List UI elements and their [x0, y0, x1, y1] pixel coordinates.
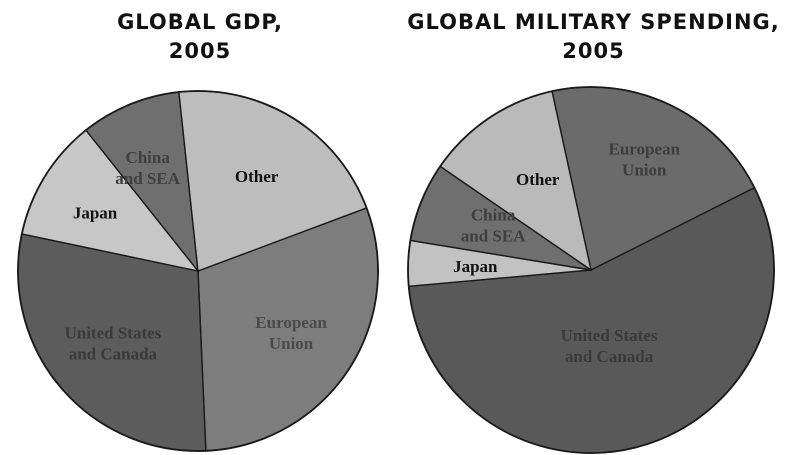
military-label-other: Other: [516, 170, 560, 189]
military-label-china-and-sea: China and SEA: [461, 206, 526, 246]
military-label-line: Other: [516, 170, 560, 189]
gdp-label-line: Union: [269, 334, 314, 353]
gdp-label-line: United States: [64, 324, 161, 343]
gdp-pie-outline: [17, 90, 379, 452]
military-label-line: and Canada: [565, 347, 654, 366]
gdp-title-line-1: GLOBAL GDP,: [117, 10, 283, 34]
gdp-chart-title: GLOBAL GDP, 2005: [0, 8, 400, 66]
military-label-line: United States: [561, 326, 658, 345]
military-label-line: and SEA: [461, 227, 526, 246]
gdp-label-united-states-and-canada: United States and Canada: [64, 324, 161, 364]
military-label-line: China: [471, 206, 516, 225]
military-title-line-1: GLOBAL MILITARY SPENDING,: [407, 10, 780, 34]
military-label-line: European: [609, 139, 681, 158]
military-label-line: Japan: [453, 257, 498, 276]
gdp-label-line: and SEA: [115, 169, 180, 188]
military-pie-outline: [407, 86, 775, 454]
military-chart-title: GLOBAL MILITARY SPENDING, 2005: [400, 8, 787, 66]
military-label-line: Union: [622, 160, 667, 179]
gdp-label-line: China: [125, 148, 170, 167]
gdp-label-line: Japan: [73, 203, 118, 222]
gdp-label-line: European: [255, 313, 327, 332]
military-label-japan: Japan: [453, 257, 498, 276]
gdp-label-japan: Japan: [73, 203, 118, 222]
military-title-line-2: 2005: [562, 39, 625, 63]
gdp-label-line: and Canada: [69, 345, 158, 364]
military-label-united-states-and-canada: United States and Canada: [561, 326, 658, 366]
gdp-label-line: Other: [235, 167, 279, 186]
gdp-title-line-2: 2005: [168, 39, 232, 63]
gdp-label-other: Other: [235, 167, 279, 186]
gdp-label-china-and-sea: China and SEA: [115, 148, 180, 188]
